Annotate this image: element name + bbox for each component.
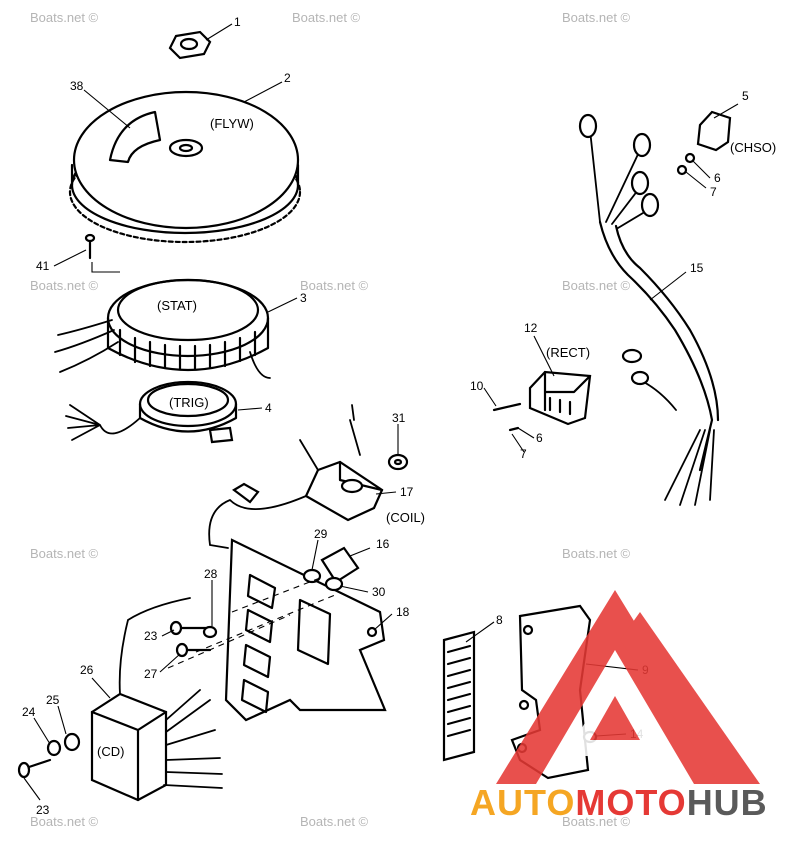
terminal-strip bbox=[442, 630, 476, 762]
callout-number: 12 bbox=[524, 321, 538, 335]
callout-number: 24 bbox=[22, 705, 36, 719]
stator: (STAT) bbox=[54, 262, 271, 379]
stator-label: (STAT) bbox=[157, 298, 197, 313]
watermark: Boats.net © bbox=[300, 278, 369, 293]
callout-number: 41 bbox=[36, 259, 50, 273]
logo-triangle-mark bbox=[496, 590, 760, 784]
callout-number: 38 bbox=[70, 79, 84, 93]
trigger: (TRIG) bbox=[65, 380, 238, 444]
watermarks: Boats.net © Boats.net © Boats.net © Boat… bbox=[30, 10, 631, 829]
callout-number: 27 bbox=[144, 667, 158, 681]
callout-number: 3 bbox=[300, 291, 307, 305]
choke-solenoid-label: (CHSO) bbox=[730, 140, 776, 155]
cd-label: (CD) bbox=[97, 744, 124, 759]
callout-number: 10 bbox=[470, 379, 484, 393]
flywheel-nut bbox=[168, 30, 212, 60]
watermark: Boats.net © bbox=[562, 10, 631, 25]
callout-number: 25 bbox=[46, 693, 60, 707]
watermark: Boats.net © bbox=[300, 814, 369, 829]
callout-number: 7 bbox=[710, 185, 717, 199]
callout-number: 23 bbox=[144, 629, 158, 643]
callout-number: 16 bbox=[376, 537, 390, 551]
callout-number: 17 bbox=[400, 485, 414, 499]
automotohub-logo: AUTOMOTOHUB bbox=[470, 590, 768, 823]
callout-number: 6 bbox=[714, 171, 721, 185]
trigger-label: (TRIG) bbox=[169, 395, 209, 410]
callout-number: 2 bbox=[284, 71, 291, 85]
logo-wordmark: AUTOMOTOHUB bbox=[470, 782, 768, 823]
coil-label: (COIL) bbox=[386, 510, 425, 525]
callout-number: 26 bbox=[80, 663, 94, 677]
watermark: Boats.net © bbox=[30, 814, 99, 829]
callout-number: 6 bbox=[536, 431, 543, 445]
wire-harness bbox=[578, 113, 720, 506]
callout-number: 15 bbox=[690, 261, 704, 275]
mounting-plate bbox=[224, 538, 387, 722]
callout-number: 8 bbox=[496, 613, 503, 627]
callout-number: 1 bbox=[234, 15, 241, 29]
callout-number: 23 bbox=[36, 803, 50, 817]
stator-screw bbox=[84, 233, 96, 260]
rectifier-label: (RECT) bbox=[546, 345, 590, 360]
callout-number: 31 bbox=[392, 411, 406, 425]
callout-number: 7 bbox=[520, 447, 527, 461]
flywheel: (FLYW) bbox=[68, 90, 302, 244]
callout-number: 18 bbox=[396, 605, 410, 619]
washer-31 bbox=[387, 453, 409, 471]
cd-module: (CD) bbox=[90, 597, 223, 802]
watermark: Boats.net © bbox=[30, 278, 99, 293]
watermark: Boats.net © bbox=[562, 814, 631, 829]
watermark: Boats.net © bbox=[30, 10, 99, 25]
flywheel-label: (FLYW) bbox=[210, 116, 254, 131]
capacitor bbox=[167, 546, 360, 669]
watermark: Boats.net © bbox=[562, 546, 631, 561]
watermark: Boats.net © bbox=[562, 278, 631, 293]
screws bbox=[169, 620, 218, 658]
callout-number: 5 bbox=[742, 89, 749, 103]
cd-hardware bbox=[17, 732, 81, 779]
watermark: Boats.net © bbox=[292, 10, 361, 25]
ignition-coil: (COIL) bbox=[208, 404, 425, 549]
callout-number: 4 bbox=[265, 401, 272, 415]
callout-number: 30 bbox=[372, 585, 386, 599]
rectifier: (RECT) bbox=[492, 345, 592, 432]
callout-number: 28 bbox=[204, 567, 218, 581]
choke-solenoid: (CHSO) bbox=[676, 110, 776, 176]
callout-numbers: 1 2 38 41 3 4 5 6 7 15 12 10 6 7 31 17 1… bbox=[22, 15, 749, 817]
watermark: Boats.net © bbox=[30, 546, 99, 561]
callout-number: 29 bbox=[314, 527, 328, 541]
